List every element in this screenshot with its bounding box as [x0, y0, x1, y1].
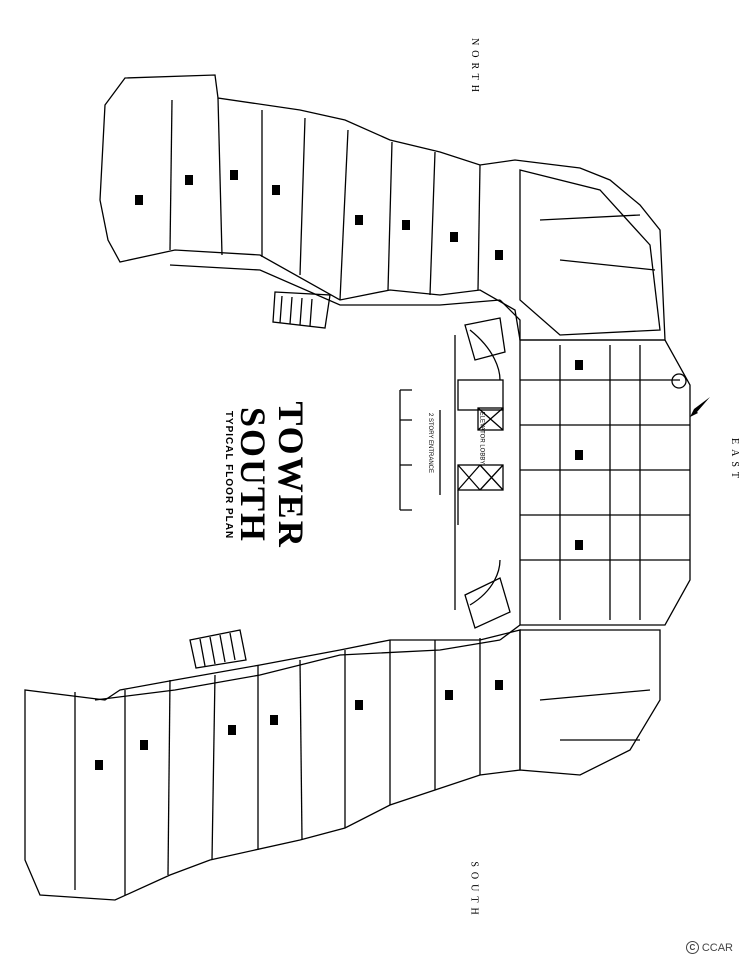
north-unit-divider: [299, 117, 306, 276]
elevator-shaft: [457, 379, 504, 411]
north-unit-divider: [477, 164, 481, 291]
elevator-cross: [457, 464, 481, 491]
north-wing-outline: [99, 74, 666, 341]
north-corridor: [169, 264, 501, 306]
fixture: [495, 680, 503, 690]
south-center-stair: [464, 577, 511, 629]
north-stair: [272, 291, 331, 329]
fixture: [185, 175, 193, 185]
column: [671, 373, 687, 389]
south-corner-unit: [519, 629, 661, 776]
north-unit-divider: [387, 141, 393, 291]
entrance-column: [400, 389, 412, 511]
plan-title: TOWER SOUTH TYPICAL FLOOR PLAN: [223, 345, 311, 605]
north-unit-divider: [429, 151, 436, 296]
fixture: [495, 250, 503, 260]
south-connector: [499, 624, 521, 641]
north-stair-treads: [279, 295, 313, 327]
north-corner-divider: [539, 214, 641, 221]
copyright-icon: C: [685, 941, 699, 954]
east-wing-outline: [519, 339, 691, 626]
compass-east: EAST: [729, 438, 740, 483]
title-main: TOWER SOUTH: [233, 401, 311, 549]
compass-south: SOUTH: [468, 861, 480, 920]
fixture: [270, 715, 278, 725]
compass-north: NORTH: [468, 38, 480, 97]
lobby-wall: [469, 559, 501, 606]
south-corner-divider: [539, 689, 651, 701]
fixture: [228, 725, 236, 735]
elevator-cross: [477, 407, 504, 431]
south-wing-outline: [24, 629, 521, 901]
north-unit-divider: [339, 129, 349, 301]
south-unit-divider: [299, 659, 303, 841]
elevator-lobby-label: ELEVATOR LOBBY: [478, 411, 485, 465]
arrow-icon: [690, 397, 710, 417]
watermark: C CCAR: [685, 941, 733, 954]
north-unit-divider: [217, 97, 223, 256]
elevator-cross: [479, 464, 504, 491]
north-corner-divider: [559, 259, 656, 271]
fixture: [355, 700, 363, 710]
fixture: [140, 740, 148, 750]
south-corridor: [94, 639, 501, 701]
watermark-text: CCAR: [701, 941, 733, 954]
north-unit-divider: [169, 99, 173, 251]
fixture: [95, 760, 103, 770]
lobby-wall: [469, 329, 501, 381]
fixture: [402, 220, 410, 230]
south-stair: [189, 629, 247, 669]
north-center-stair: [464, 317, 506, 361]
fixture: [230, 170, 238, 180]
elevator-shaft: [457, 464, 504, 491]
fixture: [575, 450, 583, 460]
fixture: [575, 360, 583, 370]
title-sub: TYPICAL FLOOR PLAN: [223, 410, 234, 540]
south-unit-divider: [167, 679, 171, 876]
south-stair-treads: [199, 632, 236, 667]
fixture: [445, 690, 453, 700]
elevator-shaft: [477, 407, 504, 431]
fixture: [575, 540, 583, 550]
south-unit-divider: [211, 674, 216, 861]
fixture: [355, 215, 363, 225]
fixture: [135, 195, 143, 205]
north-corner-unit: [519, 169, 661, 336]
fixture: [450, 232, 458, 242]
north-connector: [499, 299, 521, 340]
entrance-label: 2 STORY ENTRANCE: [427, 412, 434, 474]
fixture: [272, 185, 280, 195]
